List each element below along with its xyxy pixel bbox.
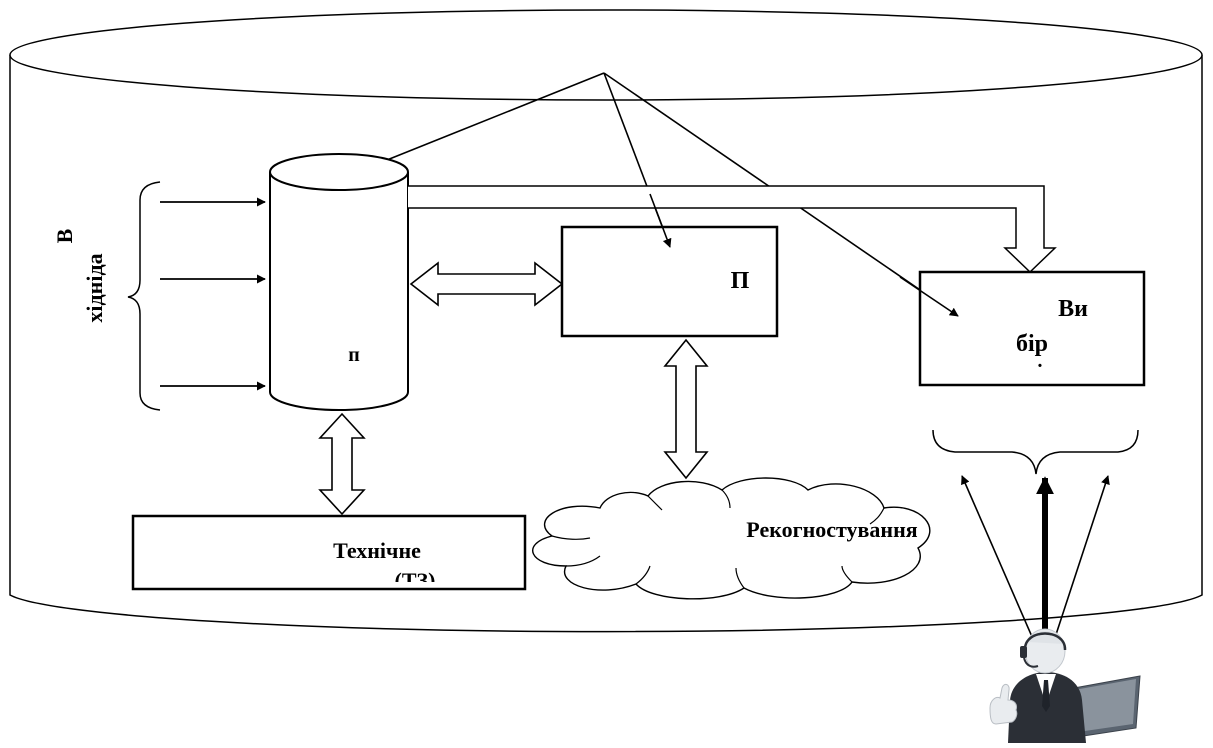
- user-arrow-right: [1046, 475, 1110, 663]
- process-box: П: [560, 225, 779, 338]
- input-label: В хідніда: [52, 228, 107, 322]
- output-label-line1: Ви: [1058, 296, 1088, 322]
- recon-label: Рекогностування: [746, 517, 917, 542]
- database-label: п: [348, 344, 360, 366]
- tech-label-line2: (ТЗ): [395, 568, 436, 593]
- tech-task-box: Технічне (ТЗ): [131, 514, 527, 593]
- person-at-laptop-icon: [989, 628, 1141, 743]
- input-label-b: В: [52, 228, 77, 243]
- ray-to-process-tip: [649, 193, 672, 248]
- ray-to-output-tip: [899, 276, 959, 317]
- output-brace: [932, 429, 1139, 475]
- output-label-dot: ·: [1037, 355, 1044, 377]
- db-process-bidirectional-arrow: [409, 261, 564, 307]
- input-brace: [127, 181, 161, 411]
- tech-label-line1: Технічне: [333, 538, 421, 563]
- input-group: [127, 181, 266, 411]
- process-label: П: [731, 268, 750, 294]
- process-recon-bidirectional-arrow: [663, 338, 709, 480]
- output-box: Ви бір ·: [918, 270, 1146, 387]
- input-label-rest: хідніда: [82, 253, 107, 322]
- output-label-line2: бір: [1016, 331, 1048, 357]
- user-arrow-left: [961, 475, 1044, 663]
- recon-cloud: Рекогностування: [532, 477, 931, 600]
- outer-cylinder: [9, 9, 1203, 633]
- db-tech-bidirectional-arrow: [318, 412, 366, 516]
- database-cylinder: п: [269, 153, 409, 411]
